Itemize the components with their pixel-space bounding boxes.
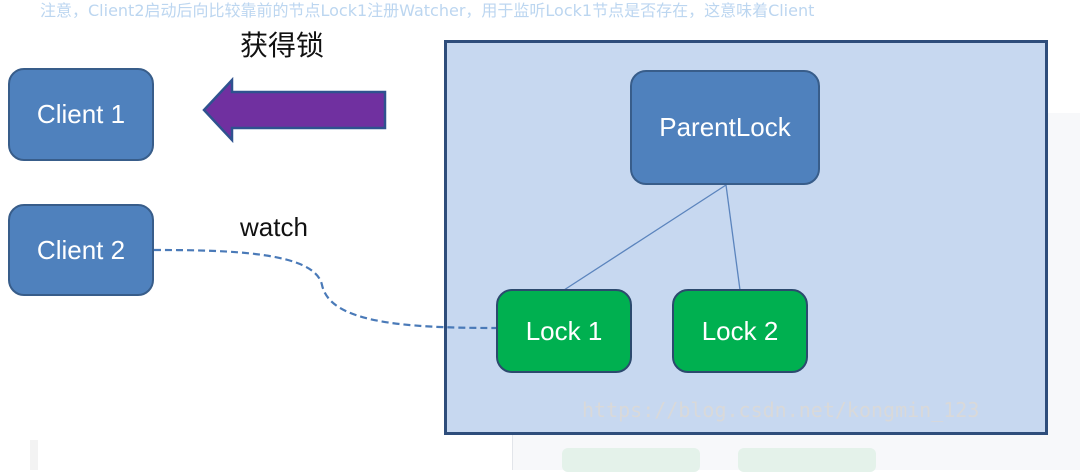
client-2-label: Client 2 (36, 234, 126, 265)
lock-1-label: Lock 1 (525, 315, 603, 346)
edge-parent-lock2 (725, 184, 741, 291)
edge-strip (30, 440, 38, 470)
cutoff-text: 注意，Client2启动后向比较靠前的节点Lock1注册Watcher，用于监听… (40, 1, 815, 20)
watermark-text: https://blog.csdn.net/kongmin_123 (582, 398, 980, 422)
ghost-node-2 (738, 448, 876, 472)
lock-2-node: Lock 2 (672, 289, 808, 373)
parent-lock-label: ParentLock (659, 112, 791, 142)
lock-1-node: Lock 1 (496, 289, 632, 373)
acquire-arrow-icon (202, 76, 387, 144)
lock-2-label: Lock 2 (701, 315, 779, 346)
edge-parent-lock1 (563, 184, 727, 291)
watch-dashed-connector (153, 248, 497, 330)
client-1-node: Client 1 (8, 68, 154, 161)
client-2-node: Client 2 (8, 204, 154, 296)
ghost-node-1 (562, 448, 700, 472)
acquire-lock-caption: 获得锁 (240, 29, 325, 62)
parent-lock-node: ParentLock (630, 70, 820, 185)
client-1-label: Client 1 (36, 99, 126, 129)
watch-caption: watch (240, 212, 308, 242)
